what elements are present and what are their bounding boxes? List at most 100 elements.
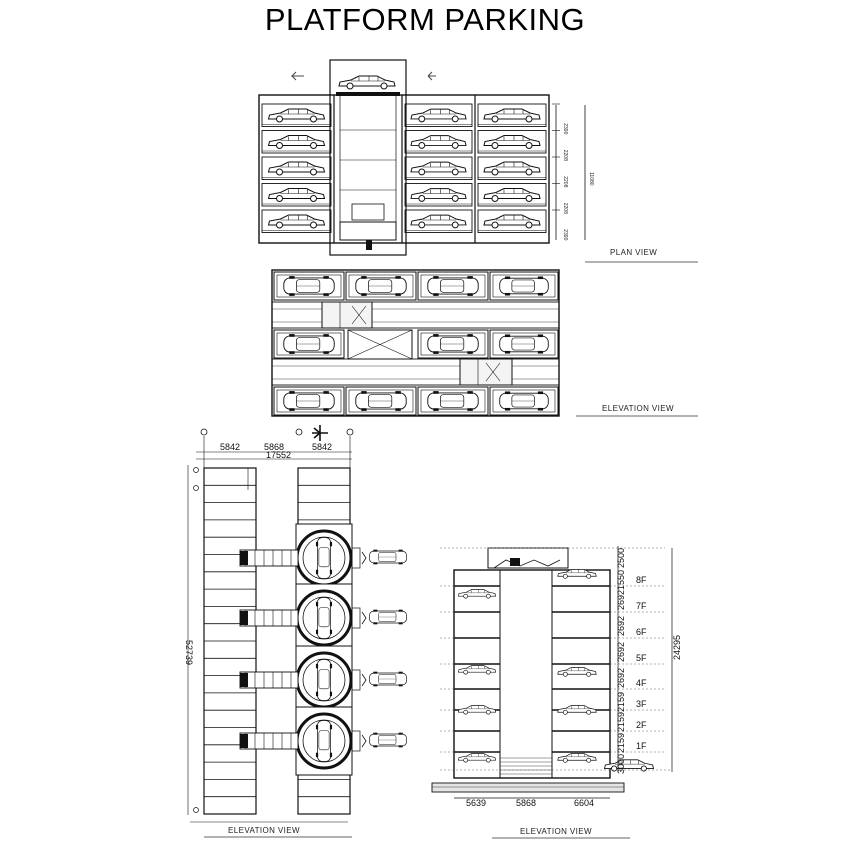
page-title: PLATFORM PARKING [264, 2, 586, 37]
level-dimension: 2500 [616, 548, 626, 568]
elevation-view-caption-1: ELEVATION VIEW [602, 404, 674, 413]
parked-car [483, 188, 541, 202]
bridge [239, 549, 299, 567]
bay-cell [417, 271, 489, 301]
turntable-car [315, 720, 333, 762]
plan-bay [477, 209, 547, 233]
plan-bay [404, 156, 473, 180]
dim-left-2: 5868 [264, 442, 284, 452]
bay-cell [345, 386, 417, 416]
bridge [239, 732, 299, 750]
top-car [283, 390, 335, 412]
top-car [427, 275, 479, 297]
elevation-view-top-layout: ELEVATION VIEW [271, 269, 698, 417]
bay-cell [417, 386, 489, 416]
plan-dimension: 2208 [562, 176, 568, 187]
parked-car [483, 135, 541, 149]
top-car [283, 333, 335, 355]
floor-label: 8F [636, 575, 647, 585]
stored-car [457, 705, 497, 715]
top-car [283, 275, 335, 297]
stored-car [457, 753, 497, 763]
bridge [239, 609, 299, 627]
plan-dimension: 2390 [562, 123, 568, 134]
bay-cell [489, 386, 559, 416]
bay-cell [273, 271, 345, 301]
parked-car [483, 108, 541, 123]
entry-car [368, 671, 408, 687]
top-car [355, 390, 407, 412]
stored-car [457, 665, 497, 675]
plan-bay [261, 209, 332, 233]
plan-dimension: 2208 [562, 203, 568, 214]
left-arrow-icon [290, 71, 304, 81]
elevation-view-left: 5842 5868 5842 17552 52739 ELEVATION VIE… [184, 425, 408, 838]
plan-bay [404, 183, 473, 207]
floor-label: 6F [636, 627, 647, 637]
level-lines [440, 547, 670, 771]
elevation-parking-bays [273, 271, 559, 416]
dim-left-3: 5842 [312, 442, 332, 452]
dim-right-2: 5868 [516, 798, 536, 808]
bay-cell [273, 329, 345, 359]
plan-bay [261, 183, 332, 207]
plan-bay [477, 156, 547, 180]
parked-car [410, 188, 467, 202]
dim-left-1: 5842 [220, 442, 240, 452]
level-dimension: 2692 [616, 590, 626, 610]
parked-car [410, 214, 467, 229]
top-car [427, 333, 479, 355]
parked-car [267, 187, 326, 203]
left-arrow-icon [427, 71, 436, 81]
plan-bay [404, 103, 473, 127]
turntable-car [315, 597, 333, 639]
elevation-view-right: 24295 2500155026922692269226922159215921… [431, 546, 682, 839]
plan-rows [261, 103, 547, 233]
level-dimension: 2159 [616, 733, 626, 753]
plan-bay [261, 103, 332, 127]
elevation-view-caption-3: ELEVATION VIEW [520, 827, 592, 836]
plan-bay [477, 103, 547, 127]
floor-label: 7F [636, 601, 647, 611]
dim-left-height: 52739 [184, 640, 194, 665]
parked-car [267, 161, 326, 176]
dim-right-3: 6604 [574, 798, 594, 808]
dim-right-height: 24295 [672, 635, 682, 660]
bay-cell [417, 329, 489, 359]
plan-dimension: 2390 [562, 229, 568, 240]
plan-bay [261, 156, 332, 180]
entry-car [368, 549, 408, 565]
plan-bay [477, 130, 547, 154]
floor-label: 1F [636, 741, 647, 751]
stored-car [457, 589, 497, 599]
parked-car [483, 214, 541, 229]
level-dimension: 2159 [616, 692, 626, 712]
floor-label: 5F [636, 653, 647, 663]
dim-right-1: 5639 [466, 798, 486, 808]
entry-cars [361, 549, 408, 748]
floor-label: 4F [636, 678, 647, 688]
top-car [499, 391, 549, 411]
level-dimension: 2692 [616, 642, 626, 662]
parked-car [410, 135, 467, 149]
turntable-car [315, 537, 333, 579]
parked-car [267, 134, 326, 150]
parked-car [410, 108, 467, 123]
top-car [499, 276, 549, 296]
plan-total-dimension: 11080 [588, 172, 594, 186]
top-car [427, 390, 479, 412]
level-dimension: 2692 [616, 616, 626, 636]
parked-car [410, 161, 467, 176]
bay-cell [273, 386, 345, 416]
top-car [355, 275, 407, 297]
dim-left-overall: 17552 [266, 450, 291, 460]
turntable-pods [295, 523, 361, 776]
street-car [603, 759, 655, 772]
stored-car [557, 753, 597, 763]
floor-label: 3F [636, 699, 647, 709]
parked-car [483, 161, 541, 176]
